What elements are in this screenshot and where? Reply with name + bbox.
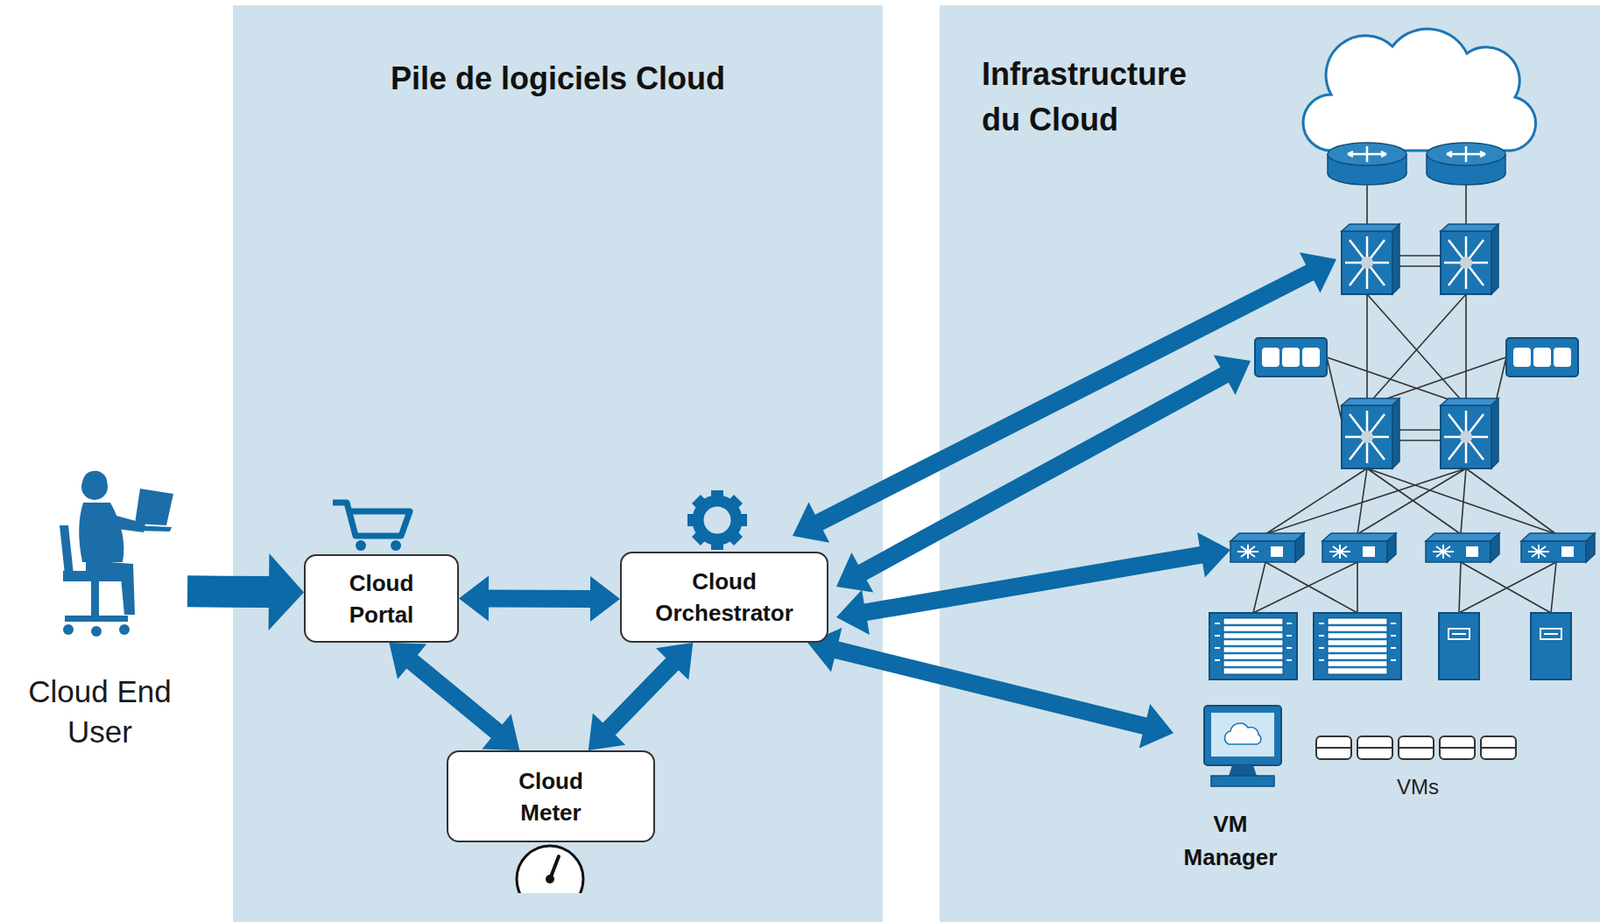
node-label: Cloud End User — [12, 671, 188, 753]
infrastructure-arrow — [836, 532, 1231, 635]
connector-arrow — [807, 627, 1174, 749]
vm-manager-node: VM Manager — [1173, 704, 1288, 872]
infrastructure-panel: Infrastructure du Cloud VM Manager — [939, 5, 1600, 922]
cloud-shape — [1303, 28, 1537, 151]
node-label: Cloud Orchestrator — [648, 565, 802, 629]
core-switches — [1341, 224, 1499, 295]
servers — [1209, 613, 1572, 680]
group-label: VMs — [1374, 774, 1462, 801]
vm-icons — [1316, 736, 1516, 760]
aggregation-switches — [1341, 398, 1499, 469]
panel-heading: Pile de logiciels Cloud — [232, 56, 883, 102]
gauge-icon — [516, 845, 584, 894]
panel-grounds — [232, 5, 1600, 922]
vm-manager-monitor — [1204, 705, 1282, 787]
software-stack-panel: Pile de logiciels CloudCloud PortalCloud… — [232, 5, 883, 922]
node-label: VM Manager — [1173, 807, 1288, 875]
actor-node: Cloud End User — [12, 472, 188, 762]
cart-icon — [332, 502, 410, 551]
routers — [1327, 142, 1506, 185]
infrastructure-arrows — [792, 252, 1337, 635]
process-box: Cloud Orchestrator — [620, 551, 829, 643]
panel-ground — [939, 5, 1600, 922]
node-label: Cloud Portal — [333, 567, 430, 631]
storage-arrays — [1254, 338, 1579, 377]
user-figure — [59, 471, 174, 637]
access-switches — [1230, 533, 1595, 563]
process-box: Cloud Meter — [446, 750, 656, 843]
infrastructure-arrow — [792, 252, 1337, 543]
gear-icon — [687, 490, 748, 550]
connector-arrow — [187, 553, 304, 631]
connector-arrow — [458, 576, 621, 622]
connector-arrow — [588, 642, 694, 751]
node-label: Cloud Meter — [502, 765, 600, 829]
connector-arrow — [388, 642, 520, 751]
process-box: Cloud Portal — [303, 554, 459, 643]
panel-ground — [232, 5, 883, 922]
panel-heading: Infrastructure du Cloud — [981, 51, 1210, 143]
